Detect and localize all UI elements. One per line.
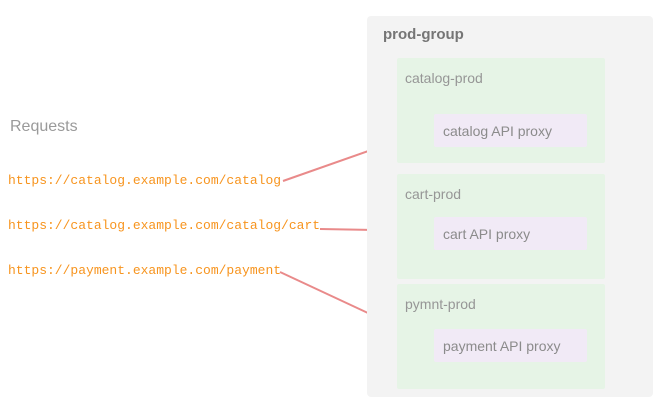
env-box-pymnt-prod: pymnt-prod payment API proxy <box>397 284 605 389</box>
proxy-box-cart: cart API proxy <box>434 217 587 250</box>
prod-group-label: prod-group <box>383 26 464 43</box>
proxy-box-payment: payment API proxy <box>434 329 587 362</box>
prod-group-container: prod-group catalog-prod catalog API prox… <box>367 16 653 397</box>
env-label-pymnt-prod: pymnt-prod <box>405 296 476 312</box>
request-url-catalog-cart: https://catalog.example.com/catalog/cart <box>8 218 321 233</box>
env-box-catalog-prod: catalog-prod catalog API proxy <box>397 58 605 163</box>
request-url-catalog: https://catalog.example.com/catalog <box>8 173 282 188</box>
request-url-payment: https://payment.example.com/payment <box>8 263 282 278</box>
requests-heading: Requests <box>10 118 78 135</box>
env-label-catalog-prod: catalog-prod <box>405 70 483 86</box>
env-label-cart-prod: cart-prod <box>405 186 462 202</box>
env-box-cart-prod: cart-prod cart API proxy <box>397 174 605 279</box>
proxy-box-catalog: catalog API proxy <box>434 114 587 147</box>
